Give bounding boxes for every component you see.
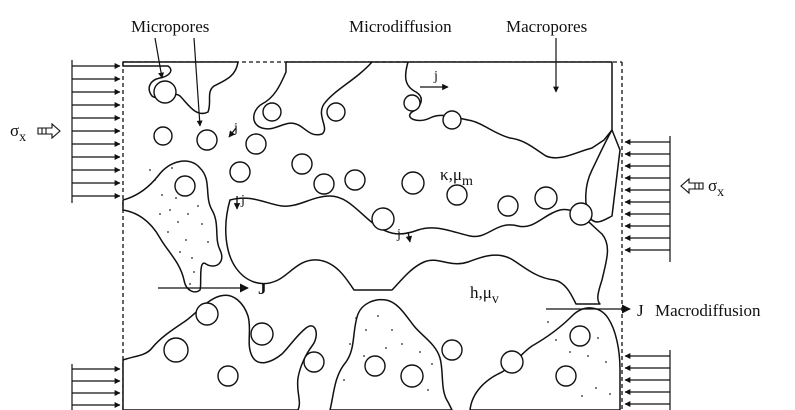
grain-middle-left [123,161,222,292]
right-load-arrows-bottom [625,350,670,410]
label-h-mu: h,μv [470,283,499,307]
grain-top-center-2 [254,62,372,135]
grain-bottom-right [470,308,620,410]
label-micropores: Micropores [131,17,209,36]
label-j-middle-left: j [240,193,245,208]
right-load-arrows-middle [625,136,670,262]
label-macropores: Macropores [506,17,587,36]
left-load-arrows-bottom [72,364,120,410]
label-j-microdiffusion: j [433,69,438,84]
hollow-left-arrow-icon [681,179,703,193]
label-sigma-right: σx [708,176,724,200]
label-microdiffusion: Microdiffusion [349,17,452,36]
grain-bottom-left [123,295,316,410]
grain-center [226,196,608,304]
label-j-center: j [396,227,401,242]
grain-bottom-center [330,300,452,410]
left-load-arrows-top [72,60,120,203]
label-sigma-left: σx [10,121,26,145]
label-j-upper-left: j [233,121,238,136]
label-macrodiffusion: Macrodiffusion [655,301,761,320]
label-J-right: J [637,301,644,320]
label-J-left: J [258,279,267,298]
grain-top-left [123,62,238,113]
hollow-right-arrow-icon [38,124,60,138]
